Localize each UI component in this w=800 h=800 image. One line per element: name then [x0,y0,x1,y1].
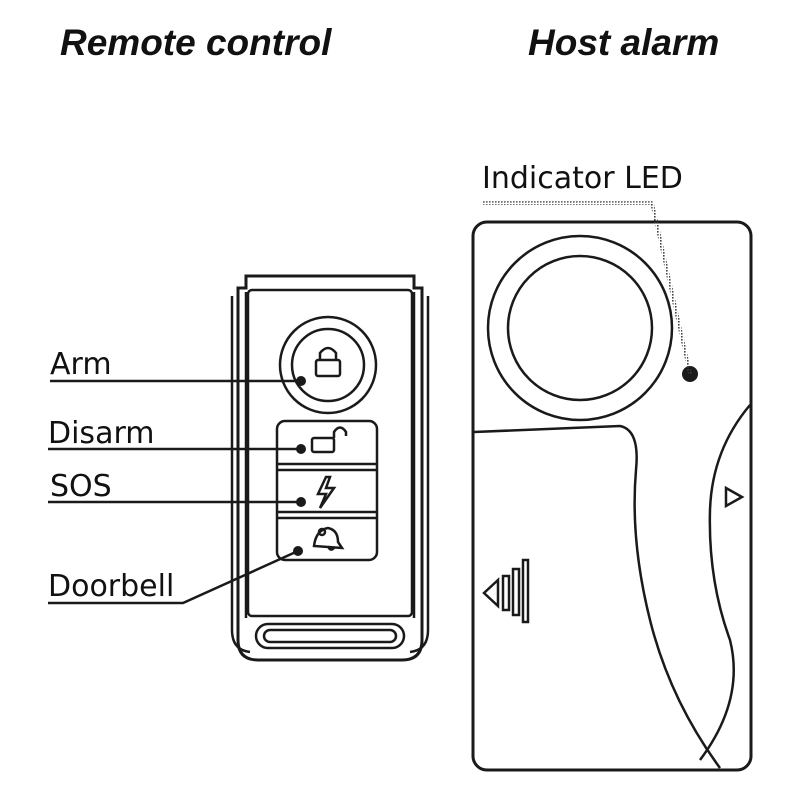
disarm-button[interactable] [279,423,375,463]
speaker-inner-ring [506,254,654,402]
lightning-bolt-icon [316,475,337,509]
button-block [275,419,379,562]
disarm-label: Disarm [48,416,154,451]
host-alarm: Indicator LED [471,161,753,772]
remote-outer-shell [236,274,424,662]
remote-bottom-slot-inner [262,628,398,644]
host-alarm-title: Host alarm [528,22,720,63]
arm-button-outer-ring[interactable] [278,315,378,415]
bell-icon [312,526,345,551]
side-curve-panel [698,404,751,761]
remote-right-rail [409,292,430,654]
slide-right-arrow-icon [724,485,745,509]
sliding-cover [473,424,722,769]
remote-control: Arm Disarm SOS Doorbell [48,274,430,662]
arm-button[interactable] [290,327,366,403]
indicator-led-label: Indicator LED [482,161,683,196]
remote-left-rail [230,292,251,654]
doorbell-label: Doorbell [48,569,174,604]
speaker-outer-ring [486,234,674,422]
padlock-closed-icon [314,346,342,378]
host-body [471,220,753,772]
sos-label: SOS [50,469,112,504]
remote-control-title: Remote control [60,22,332,63]
padlock-open-icon [310,426,348,454]
slide-left-arrow-icon [482,558,530,624]
doorbell-leader-line [48,549,299,605]
remote-face [246,288,414,618]
indicator-led-leader [482,201,692,375]
arm-label: Arm [50,347,112,382]
remote-bottom-slot [254,622,406,650]
